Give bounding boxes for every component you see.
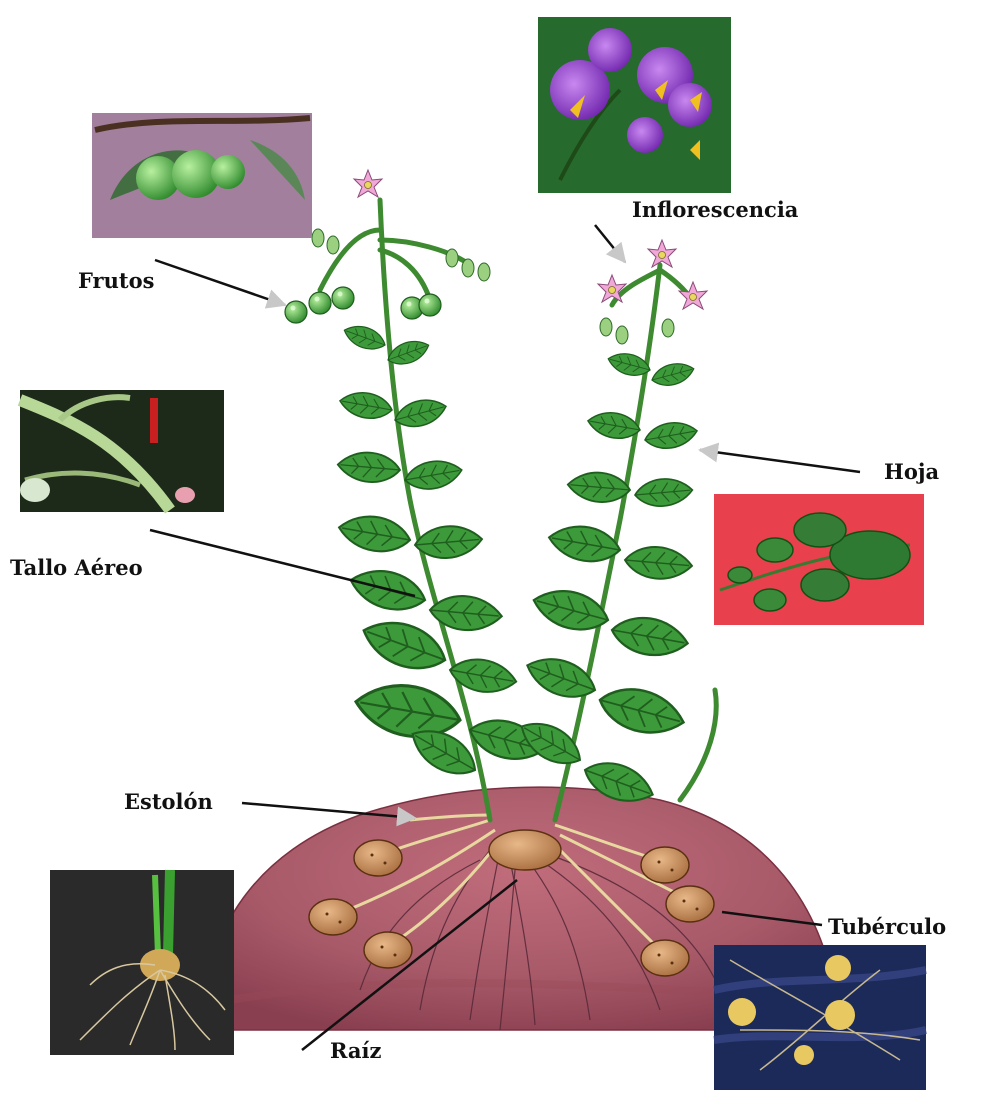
photo-tuberculo <box>714 945 926 1090</box>
flower <box>648 240 676 267</box>
label-tallo-aereo: Tallo Aéreo <box>10 557 143 578</box>
photo-tallo-aereo <box>20 390 224 512</box>
flower <box>354 170 382 197</box>
label-raiz: Raíz <box>330 1040 381 1061</box>
tuber <box>641 940 689 976</box>
label-inflorescencia: Inflorescencia <box>632 199 798 220</box>
flower <box>598 275 626 302</box>
fruits <box>285 287 441 323</box>
label-hoja: Hoja <box>884 461 939 482</box>
tuber <box>309 899 357 935</box>
tuber <box>364 932 412 968</box>
photo-hoja <box>714 494 924 625</box>
leaves-left <box>336 321 549 785</box>
tuber <box>666 886 714 922</box>
photo-inflorescencia <box>538 17 731 193</box>
label-estolon: Estolón <box>124 791 213 812</box>
tuber <box>354 840 402 876</box>
photo-raiz <box>50 870 234 1055</box>
photo-frutos <box>92 113 312 238</box>
label-frutos: Frutos <box>78 270 154 291</box>
tuber <box>641 847 689 883</box>
main-tuber <box>489 830 561 870</box>
label-tuberculo: Tubérculo <box>828 916 946 937</box>
